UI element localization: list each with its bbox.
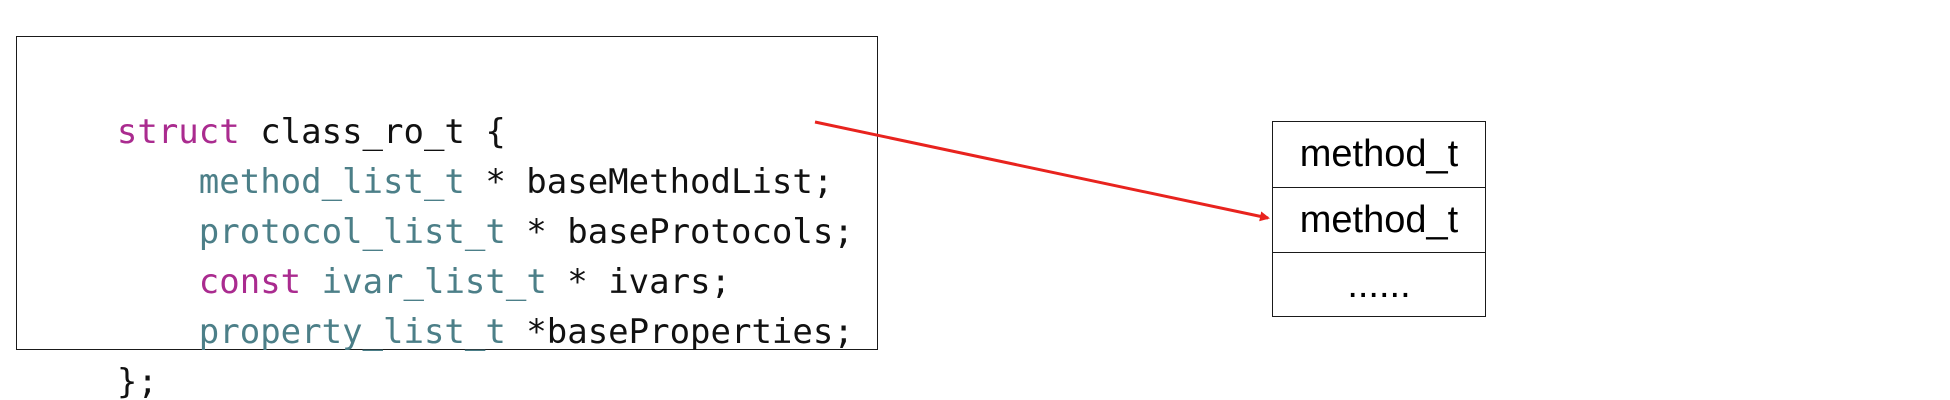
type-property-list-t: property_list_t — [198, 312, 506, 352]
arrow-line — [814, 120, 1270, 222]
method-list-item-2: method_t — [1273, 187, 1485, 252]
type-method-list-t: method_list_t — [198, 162, 465, 202]
closing-brace: }; — [116, 362, 158, 400]
field-base-properties: *baseProperties; — [505, 312, 854, 352]
field-ivars: * ivars; — [546, 262, 732, 302]
field-base-protocols: * baseProtocols; — [505, 212, 854, 252]
method-list-item-1: method_t — [1299, 133, 1459, 175]
struct-name: class_ro_t { — [239, 112, 506, 152]
method-list-ellipsis: ...... — [1273, 252, 1485, 317]
code-line-closing-brace: }; — [35, 307, 158, 400]
keyword-const: const — [198, 262, 302, 302]
code-line-ivars: const ivar_list_t * ivars; — [35, 207, 731, 302]
type-ivar-list-t: ivar_list_t — [321, 262, 547, 302]
code-block: struct class_ro_t { method_list_t * base… — [16, 36, 878, 400]
code-line-base-properties: property_list_t *baseProperties; — [35, 257, 854, 352]
code-line-base-protocols: protocol_list_t * baseProtocols; — [35, 157, 854, 252]
field-base-method-list: * baseMethodList; — [464, 162, 834, 202]
code-line-base-method-list: method_list_t * baseMethodList; — [35, 107, 834, 202]
code-line-struct-decl: struct class_ro_t { — [35, 57, 506, 152]
type-protocol-list-t: protocol_list_t — [198, 212, 506, 252]
method-list-box: method_t method_t ...... — [1272, 121, 1486, 317]
keyword-struct: struct — [116, 112, 240, 152]
